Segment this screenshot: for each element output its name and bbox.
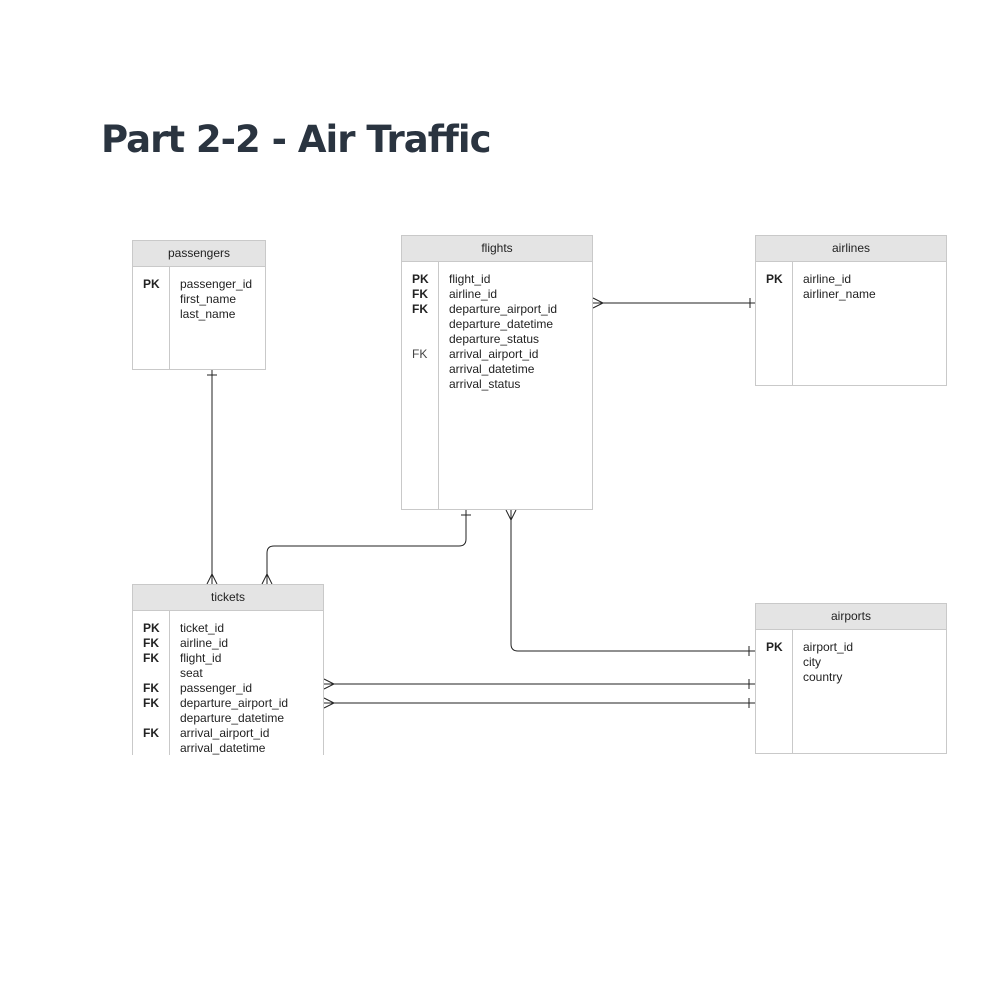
relationship-passengers-tickets[interactable] [206,370,218,585]
entity-header: tickets [133,585,323,611]
key-column [756,262,793,385]
entity-header: airports [756,604,946,630]
attribute-name: airline_id [803,272,852,286]
attribute-name: arrival_status [449,377,521,391]
key-badge: FK [143,651,159,665]
entity-airports[interactable]: airports PK airport_id city country [755,603,947,754]
key-column [402,262,439,509]
key-column [133,611,170,755]
relationship-tickets-airports-1[interactable] [323,678,755,690]
key-badge: PK [412,272,429,286]
attribute-name: arrival_airport_id [180,726,270,740]
attribute-row: PK airline_id [756,272,946,287]
attribute-row: arrival_datetime [402,362,592,377]
relationship-flights-airports[interactable] [505,509,755,656]
attribute-row: FK airline_id [402,287,592,302]
key-badge: FK [143,681,159,695]
many-marker [505,509,517,522]
entity-header: flights [402,236,592,262]
attribute-row: departure_datetime [133,711,323,726]
attribute-row: PK ticket_id [133,621,323,636]
attribute-name: airport_id [803,640,854,654]
attribute-name: passenger_id [180,681,253,695]
attribute-row: FK airline_id [133,636,323,651]
attribute-row: PK flight_id [402,272,592,287]
attribute-name: airline_id [449,287,498,301]
many-marker [206,572,218,585]
many-marker [261,572,273,585]
attribute-row: FK passenger_id [133,681,323,696]
key-badge: PK [143,277,160,291]
attribute-row: first_name [133,292,265,307]
attribute-row: airliner_name [756,287,946,302]
entity-flights[interactable]: flights PK flight_id FK airline_id FK de… [401,235,593,510]
attribute-name: departure_status [449,332,540,346]
attribute-row: FK arrival_airport_id [402,347,592,362]
entity-header: passengers [133,241,265,267]
key-column [133,267,170,369]
relationship-flights-airlines[interactable] [592,297,755,309]
key-badge: FK [143,636,159,650]
attribute-name: departure_airport_id [449,302,558,316]
page-title: Part 2-2 - Air Traffic [101,118,492,161]
attribute-name: last_name [180,307,236,321]
many-marker [323,678,336,690]
entity-header: airlines [756,236,946,262]
attribute-name: airline_id [180,636,229,650]
many-marker [323,697,336,709]
attribute-name: city [803,655,821,669]
key-badge: FK [143,696,159,710]
attribute-name: first_name [180,292,237,306]
attribute-row: FK departure_airport_id [402,302,592,317]
attribute-row: arrival_datetime [133,741,323,755]
attribute-row: FK flight_id [133,651,323,666]
attribute-row: country [756,670,946,685]
attribute-row: city [756,655,946,670]
attribute-name: country [803,670,843,684]
relationship-tickets-airports-2[interactable] [323,697,755,709]
attribute-row: seat [133,666,323,681]
attribute-row: PK passenger_id [133,277,265,292]
attribute-name: passenger_id [180,277,253,291]
attribute-name: arrival_datetime [449,362,535,376]
entity-airlines[interactable]: airlines PK airline_id airliner_name [755,235,947,386]
attribute-name: arrival_airport_id [449,347,539,361]
key-column [756,630,793,753]
attribute-row: FK departure_airport_id [133,696,323,711]
attribute-row: PK airport_id [756,640,946,655]
attribute-name: departure_airport_id [180,696,289,710]
attribute-name: flight_id [180,651,222,665]
attribute-row: departure_status [402,332,592,347]
key-badge: FK [412,347,428,361]
attribute-name: airliner_name [803,287,876,301]
many-marker [592,297,605,309]
attribute-name: departure_datetime [449,317,554,331]
attribute-row: FK arrival_airport_id [133,726,323,741]
key-badge: PK [766,640,783,654]
key-badge: FK [412,287,428,301]
attribute-row: departure_datetime [402,317,592,332]
attribute-row: arrival_status [402,377,592,392]
attribute-name: arrival_datetime [180,741,266,755]
entity-passengers[interactable]: passengers PK passenger_id first_name la… [132,240,266,370]
attribute-row: last_name [133,307,265,322]
key-badge: PK [143,621,160,635]
attribute-name: flight_id [449,272,491,286]
attribute-name: seat [180,666,203,680]
entity-tickets[interactable]: tickets PK ticket_id FK airline_id FK fl… [132,584,324,755]
key-badge: PK [766,272,783,286]
attribute-name: departure_datetime [180,711,285,725]
attribute-name: ticket_id [180,621,225,635]
relationship-flights-tickets[interactable] [261,510,471,585]
key-badge: FK [143,726,159,740]
key-badge: FK [412,302,428,316]
